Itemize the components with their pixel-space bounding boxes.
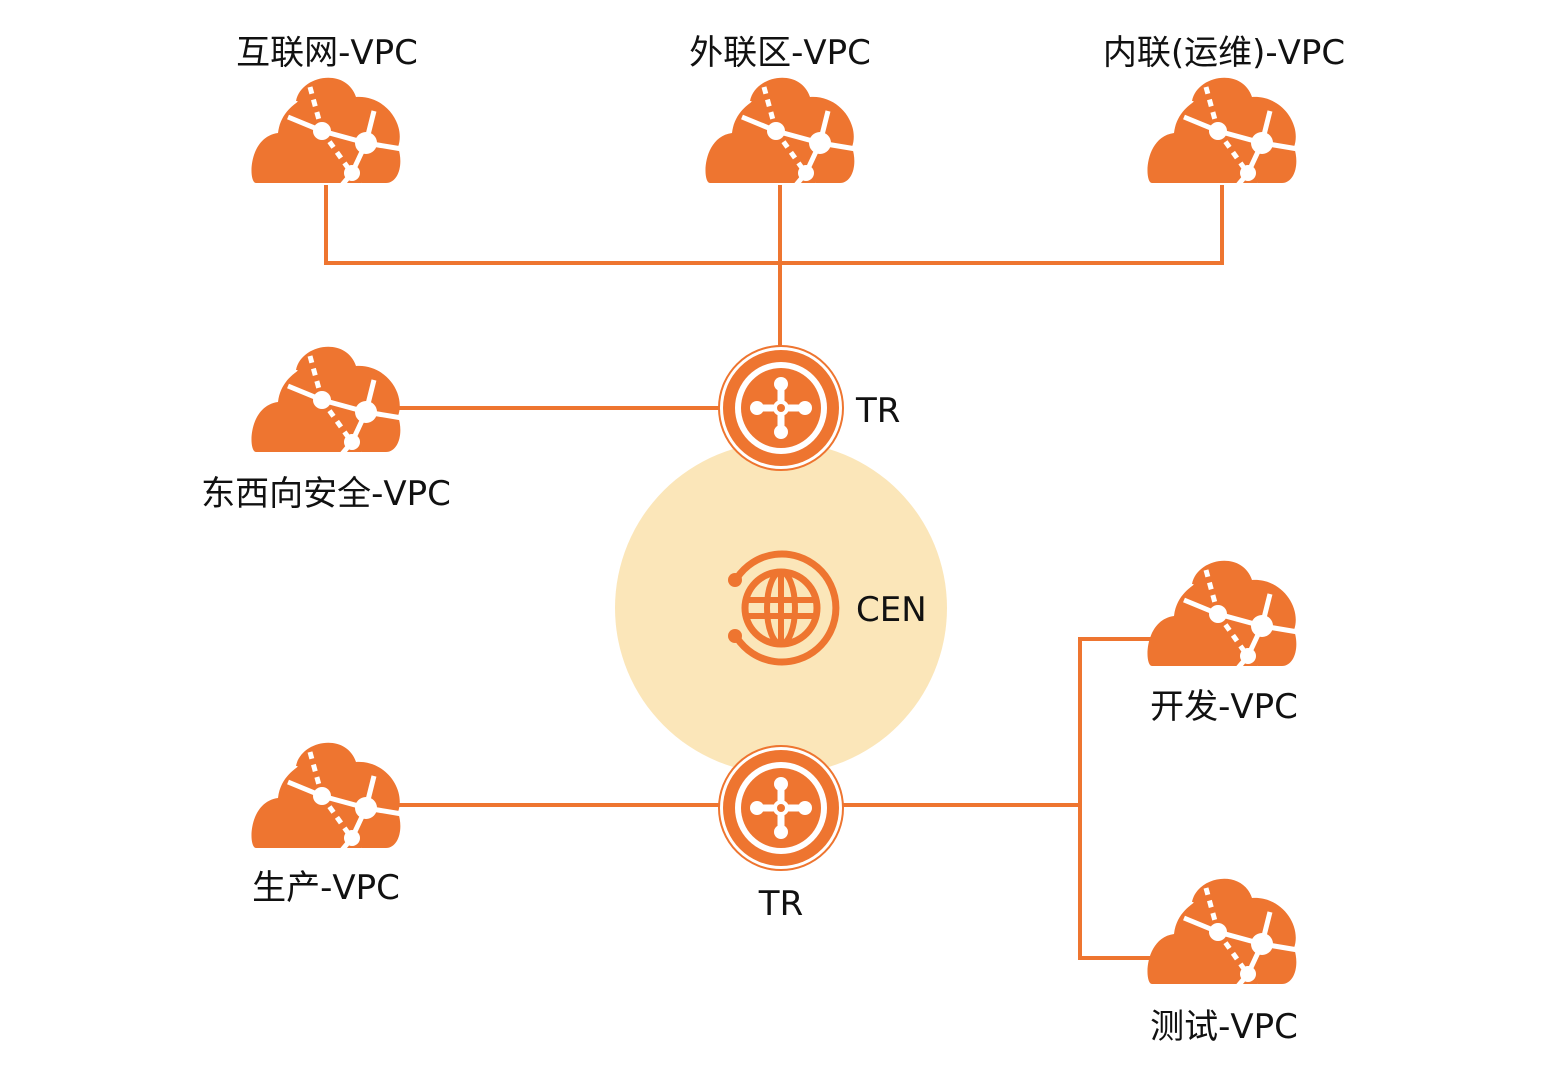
vpc-label-intranet-ops: 内联(运维)-VPC (1102, 33, 1346, 73)
vpc-label-internet: 互联网-VPC (236, 33, 418, 73)
router-label-bottom: TR (758, 884, 804, 924)
vpc-label-extranet: 外联区-VPC (689, 33, 871, 73)
vpc-cloud-icon-development[interactable] (1147, 561, 1298, 668)
router-label-top: TR (856, 391, 901, 431)
vpc-label-testing: 测试-VPC (1150, 1007, 1298, 1047)
connections (324, 185, 1224, 960)
globe-refresh-icon[interactable] (728, 550, 840, 666)
vpc-cloud-icon-east-west-security[interactable] (251, 347, 402, 454)
link-dev-test-bus (1078, 637, 1155, 960)
vpc-cloud-icon-internet[interactable] (251, 78, 402, 185)
vpc-label-east-west-security: 东西向安全-VPC (201, 474, 451, 514)
cen-label: CEN (856, 590, 927, 630)
vpc-label-production: 生产-VPC (252, 868, 400, 908)
link-top-bus (324, 185, 1224, 265)
router-hub-icon-bottom[interactable] (719, 746, 843, 870)
vpc-cloud-icon-production[interactable] (251, 743, 402, 850)
vpc-cloud-icon-testing[interactable] (1147, 879, 1298, 986)
vpc-label-development: 开发-VPC (1150, 687, 1298, 727)
vpc-cloud-icon-intranet-ops[interactable] (1147, 78, 1298, 185)
router-hub-icon-top[interactable] (719, 346, 843, 470)
vpc-cloud-icon-extranet[interactable] (705, 78, 856, 185)
